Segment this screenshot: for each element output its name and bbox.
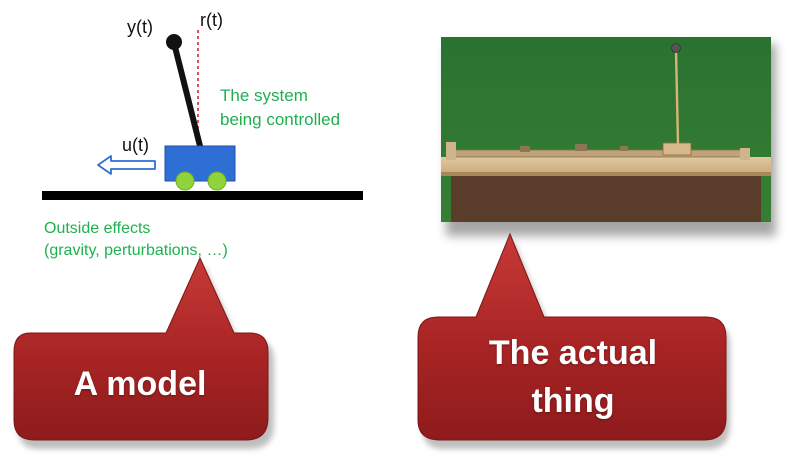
cart-wheel-right (207, 171, 227, 191)
rail (447, 149, 749, 158)
rail-part-1 (520, 146, 530, 152)
rail-part-2 (575, 144, 587, 151)
pendulum-rod (171, 40, 204, 153)
model-callout (13, 256, 269, 441)
system-description: The system being controlled (220, 84, 340, 132)
cart-pole-model (42, 30, 363, 200)
input-label: u(t) (122, 135, 149, 155)
output-label: y(t) (127, 17, 153, 37)
photo-cart (662, 142, 692, 156)
rail-end-left (446, 142, 456, 160)
model-callout-label: A model (73, 365, 207, 403)
actual-callout-line-2: thing (531, 382, 615, 420)
pendulum-bob (166, 34, 182, 50)
outside-effects-description: Outside effects (gravity, perturbations,… (44, 218, 228, 262)
bench-edge (441, 172, 771, 176)
outside-effects-line-1: Outside effects (44, 220, 151, 237)
bench-top (441, 157, 771, 175)
system-description-line-1: The system (220, 86, 308, 105)
rail-part-3 (620, 146, 628, 151)
reference-label: r(t) (200, 10, 223, 30)
photo-pole-bob (671, 43, 681, 53)
photo-pole (674, 49, 680, 145)
force-arrow-icon (97, 155, 156, 175)
outside-effects-line-2: (gravity, perturbations, …) (44, 242, 228, 259)
rail-end-right (740, 148, 750, 160)
actual-callout (417, 232, 727, 441)
ground-line (42, 191, 363, 200)
actual-callout-label: The actual thing (420, 315, 726, 440)
bench-front (451, 175, 761, 222)
system-description-line-2: being controlled (220, 110, 341, 129)
actual-system-photo (441, 37, 771, 222)
cart-wheel-left (175, 171, 195, 191)
actual-callout-line-1: The actual (488, 334, 658, 372)
